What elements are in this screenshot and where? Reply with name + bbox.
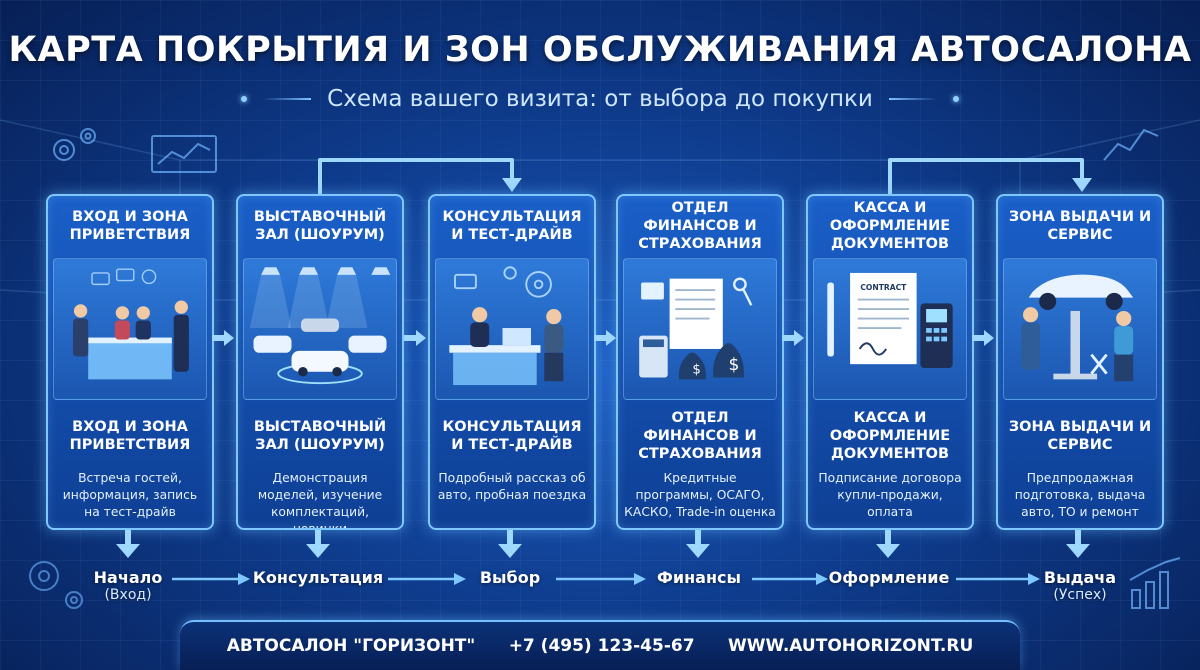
- reception-desk-icon: [53, 258, 207, 400]
- trend-chart-icon: [151, 135, 217, 173]
- contract-label: CONTRACT: [860, 283, 907, 292]
- zone-card-title: КОНСУЛЬТАЦИЯ И ТЕСТ-ДРАЙВ: [442, 209, 582, 243]
- flow-arrows: [172, 573, 1040, 585]
- flow-step-label: Оформление: [828, 568, 950, 587]
- zone-card-showroom[interactable]: ВЫСТАВОЧНЫЙ ЗАЛ (ШОУРУМ) ВЫСТАВОЧНЫЙ ЗАЛ…: [236, 194, 404, 530]
- flow-step-paperwork: Оформление: [824, 568, 954, 587]
- service-lift-icon: [1003, 258, 1157, 400]
- zone-card-consultation[interactable]: КОНСУЛЬТАЦИЯ И ТЕСТ-ДРАЙВ КОНСУЛЬТАЦИЯ И…: [428, 194, 596, 530]
- arrow-right-icon: [972, 330, 994, 346]
- arrow-right-icon: [404, 330, 426, 346]
- flow-step-delivery: Выдача (Успех): [1030, 568, 1130, 603]
- zone-card-title: ВЫСТАВОЧНЫЙ ЗАЛ (ШОУРУМ): [253, 209, 387, 243]
- arrow-right-icon: [782, 330, 804, 346]
- flow-step-label: Финансы: [657, 568, 741, 587]
- flow-step-start: Начало (Вход): [78, 568, 178, 603]
- page-subtitle: Схема вашего визита: от выбора до покупк…: [327, 86, 873, 112]
- zone-card-subtitle: КОНСУЛЬТАЦИЯ И ТЕСТ-ДРАЙВ: [442, 419, 582, 453]
- footer-company: АВТОСАЛОН "ГОРИЗОНТ": [226, 636, 476, 656]
- zone-card-description: Предпродажная подготовка, выдача авто, Т…: [1014, 471, 1146, 519]
- flow-step-finance: Финансы: [644, 568, 754, 587]
- zone-card-subtitle: КАССА И ОФОРМЛЕНИЕ ДОКУМЕНТОВ: [829, 410, 951, 462]
- footer-phone[interactable]: +7 (495) 123-45-67: [508, 636, 695, 656]
- flow-step-consultation: Консультация: [248, 568, 388, 587]
- flow-step-label: Выдача: [1043, 568, 1117, 587]
- svg-text:$: $: [692, 363, 700, 378]
- zone-card-subtitle: ОТДЕЛ ФИНАНСОВ И СТРАХОВАНИЯ: [638, 410, 762, 462]
- svg-text:$: $: [729, 355, 740, 375]
- zone-card-title: ОТДЕЛ ФИНАНСОВ И СТРАХОВАНИЯ: [638, 200, 762, 252]
- zone-card-description: Встреча гостей, информация, запись на те…: [62, 471, 198, 519]
- zone-card-finance[interactable]: ОТДЕЛ ФИНАНСОВ И СТРАХОВАНИЯ $ $ ОТДЕЛ Ф…: [616, 194, 784, 530]
- zone-card-description: Кредитные программы, ОСАГО, КАСКО, Trade…: [624, 471, 776, 519]
- finance-documents-icon: $ $: [623, 258, 777, 400]
- subtitle-row: Схема вашего визита: от выбора до покупк…: [0, 86, 1200, 112]
- contract-payment-icon: CONTRACT: [813, 258, 967, 400]
- subtitle-line-left: [263, 98, 312, 100]
- zone-card-subtitle: ЗОНА ВЫДАЧИ И СЕРВИС: [1008, 419, 1152, 453]
- footer-website[interactable]: WWW.AUTOHORIZONT.RU: [727, 636, 974, 656]
- flow-step-label: Начало: [93, 568, 163, 587]
- zone-card-subtitle: ВХОД И ЗОНА ПРИВЕТСТВИЯ: [69, 419, 191, 453]
- subtitle-dot-left: [241, 96, 248, 102]
- zone-card-checkout[interactable]: КАССА И ОФОРМЛЕНИЕ ДОКУМЕНТОВ CONTRACT К…: [806, 194, 974, 530]
- zone-card-title: КАССА И ОФОРМЛЕНИЕ ДОКУМЕНТОВ: [829, 200, 951, 252]
- gears-icon: [53, 128, 96, 161]
- arrow-right-icon: [594, 330, 616, 346]
- down-arrows: [116, 530, 1090, 558]
- showroom-cars-icon: [243, 258, 397, 400]
- zone-card-delivery[interactable]: ЗОНА ВЫДАЧИ И СЕРВИС ЗОНА ВЫДАЧИ И СЕРВИ…: [996, 194, 1164, 530]
- flow-step-note: (Успех): [1053, 587, 1107, 603]
- arrow-right-icon: [212, 330, 234, 346]
- consultation-desk-icon: [435, 258, 589, 400]
- flow-step-note: (Вход): [104, 587, 152, 603]
- subtitle-dot-right: [952, 96, 959, 102]
- zone-card-subtitle: ВЫСТАВОЧНЫЙ ЗАЛ (ШОУРУМ): [253, 419, 387, 453]
- growth-bars-icon: [1129, 557, 1181, 609]
- footer-bar: АВТОСАЛОН "ГОРИЗОНТ" +7 (495) 123-45-67 …: [180, 620, 1020, 670]
- zone-card-title: ЗОНА ВЫДАЧИ И СЕРВИС: [1008, 209, 1152, 243]
- gears-bottom-icon: [29, 561, 83, 609]
- trend-line-icon: [1103, 128, 1159, 161]
- zone-card-reception[interactable]: ВХОД И ЗОНА ПРИВЕТСТВИЯ ВХОД И ЗОНА ПРИВ…: [46, 194, 214, 530]
- zone-card-title: ВХОД И ЗОНА ПРИВЕТСТВИЯ: [69, 209, 191, 243]
- zone-card-description: Демонстрация моделей, изучение комплекта…: [257, 471, 383, 530]
- subtitle-line-right: [888, 98, 937, 100]
- loop-arrows: [318, 158, 1092, 194]
- zone-card-description: Подробный рассказ об авто, пробная поезд…: [437, 471, 587, 502]
- flow-step-label: Выбор: [479, 568, 541, 587]
- flow-step-choice: Выбор: [462, 568, 558, 587]
- zone-card-description: Подписание договора купли-продажи, оплат…: [818, 471, 962, 519]
- flow-step-label: Консультация: [252, 568, 384, 587]
- page-title: КАРТА ПОКРЫТИЯ И ЗОН ОБСЛУЖИВАНИЯ АВТОСА…: [8, 30, 1192, 70]
